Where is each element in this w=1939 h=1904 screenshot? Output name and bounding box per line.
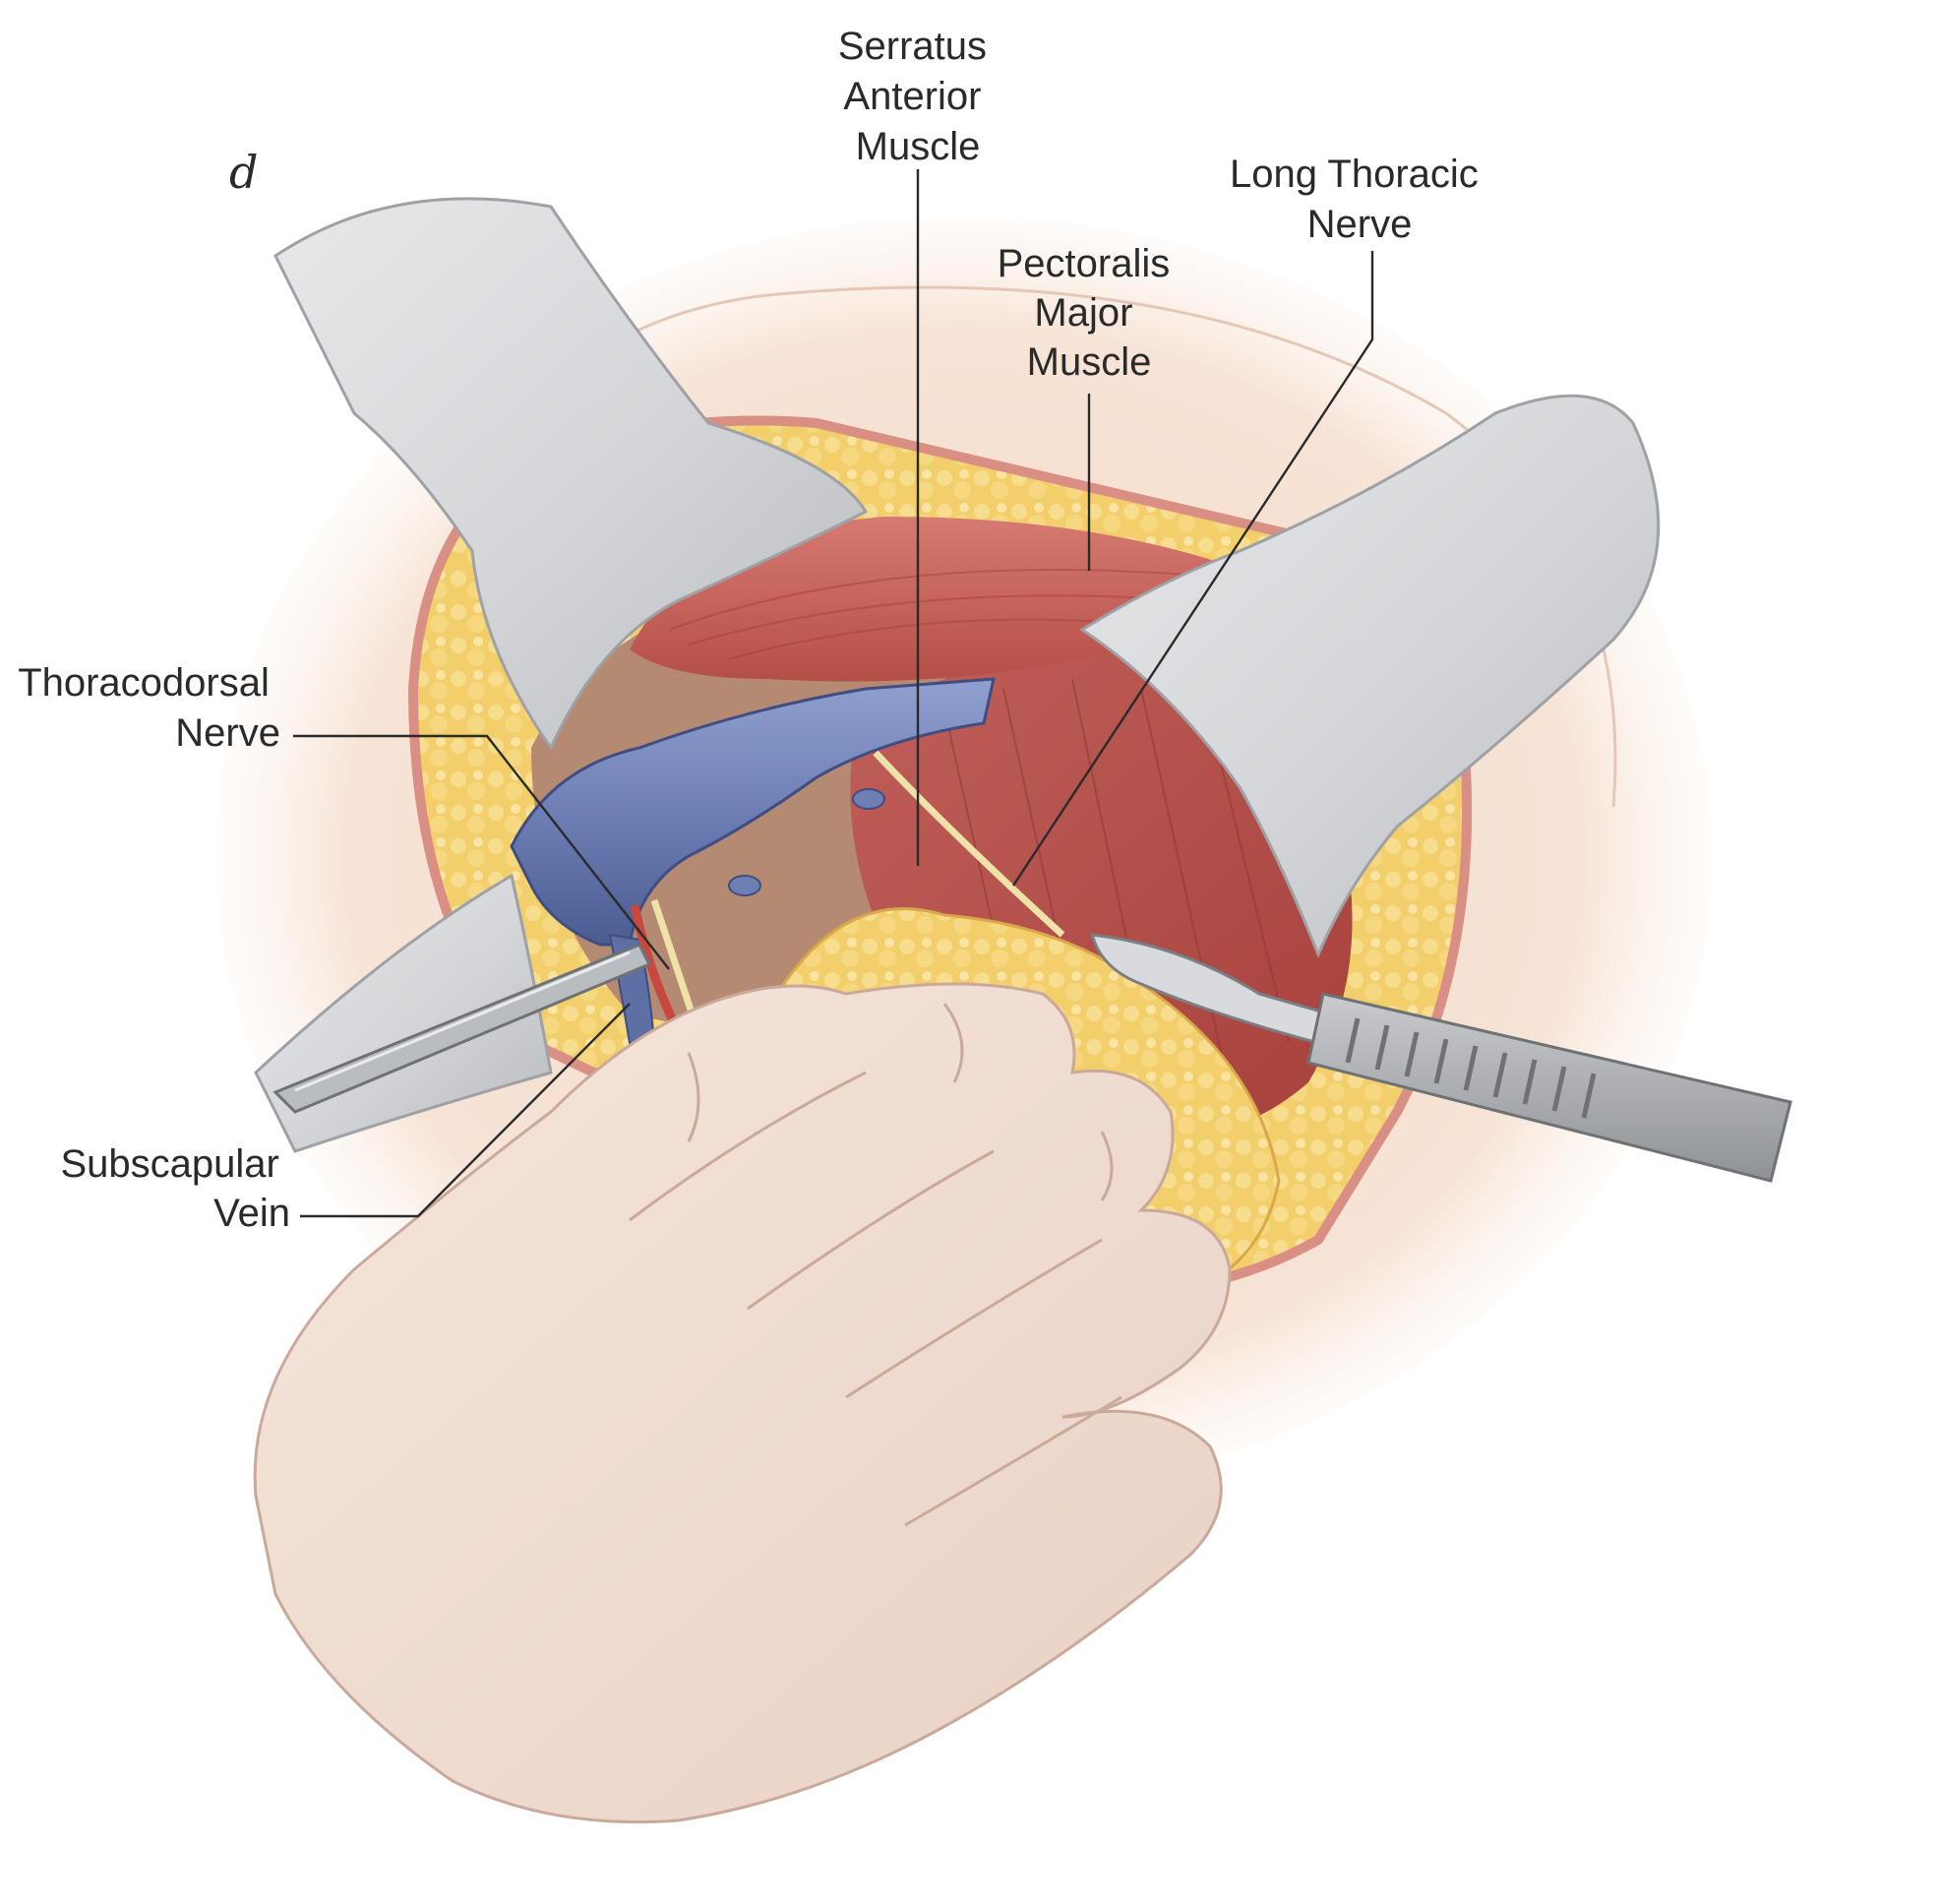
forceps-highlight: [294, 951, 631, 1092]
label-long-thoracic-nerve: Long Thoracic Nerve: [1230, 153, 1489, 246]
leader-long-thoracic: [1011, 251, 1374, 887]
panel-letter: d: [229, 146, 258, 199]
long-thoracic-nerve: [873, 750, 1065, 938]
vein-branch-ligated-2: [852, 788, 885, 810]
pectoralis-fibers: [668, 569, 1201, 660]
label-pectoralis-major: Pectoralis Major Muscle: [998, 242, 1182, 384]
scalpel-grip-ridges: [1345, 1017, 1597, 1119]
forceps: [273, 943, 652, 1114]
vein-branch-ligated-1: [728, 875, 761, 896]
leader-thoracodorsal: [293, 734, 670, 970]
left-retractor: [273, 197, 869, 752]
scalpel-handle: [1306, 992, 1792, 1183]
label-thoracodorsal-nerve: Thoracodorsal Nerve: [18, 661, 280, 755]
leader-lines: [293, 169, 1374, 1218]
right-retractor: [1079, 394, 1661, 958]
scalpel-blade: [1089, 933, 1330, 1045]
hand-finger-creases: [629, 1003, 1122, 1527]
leader-subscapular: [300, 1003, 631, 1218]
label-serratus-anterior: Serratus Anterior Muscle: [838, 25, 998, 168]
serratus-fibers: [943, 678, 1290, 1103]
pectoralis-major-muscle: [630, 517, 1230, 682]
surgeon-hand: [253, 982, 1232, 1824]
label-subscapular-vein: Subscapular Vein: [61, 1142, 291, 1235]
